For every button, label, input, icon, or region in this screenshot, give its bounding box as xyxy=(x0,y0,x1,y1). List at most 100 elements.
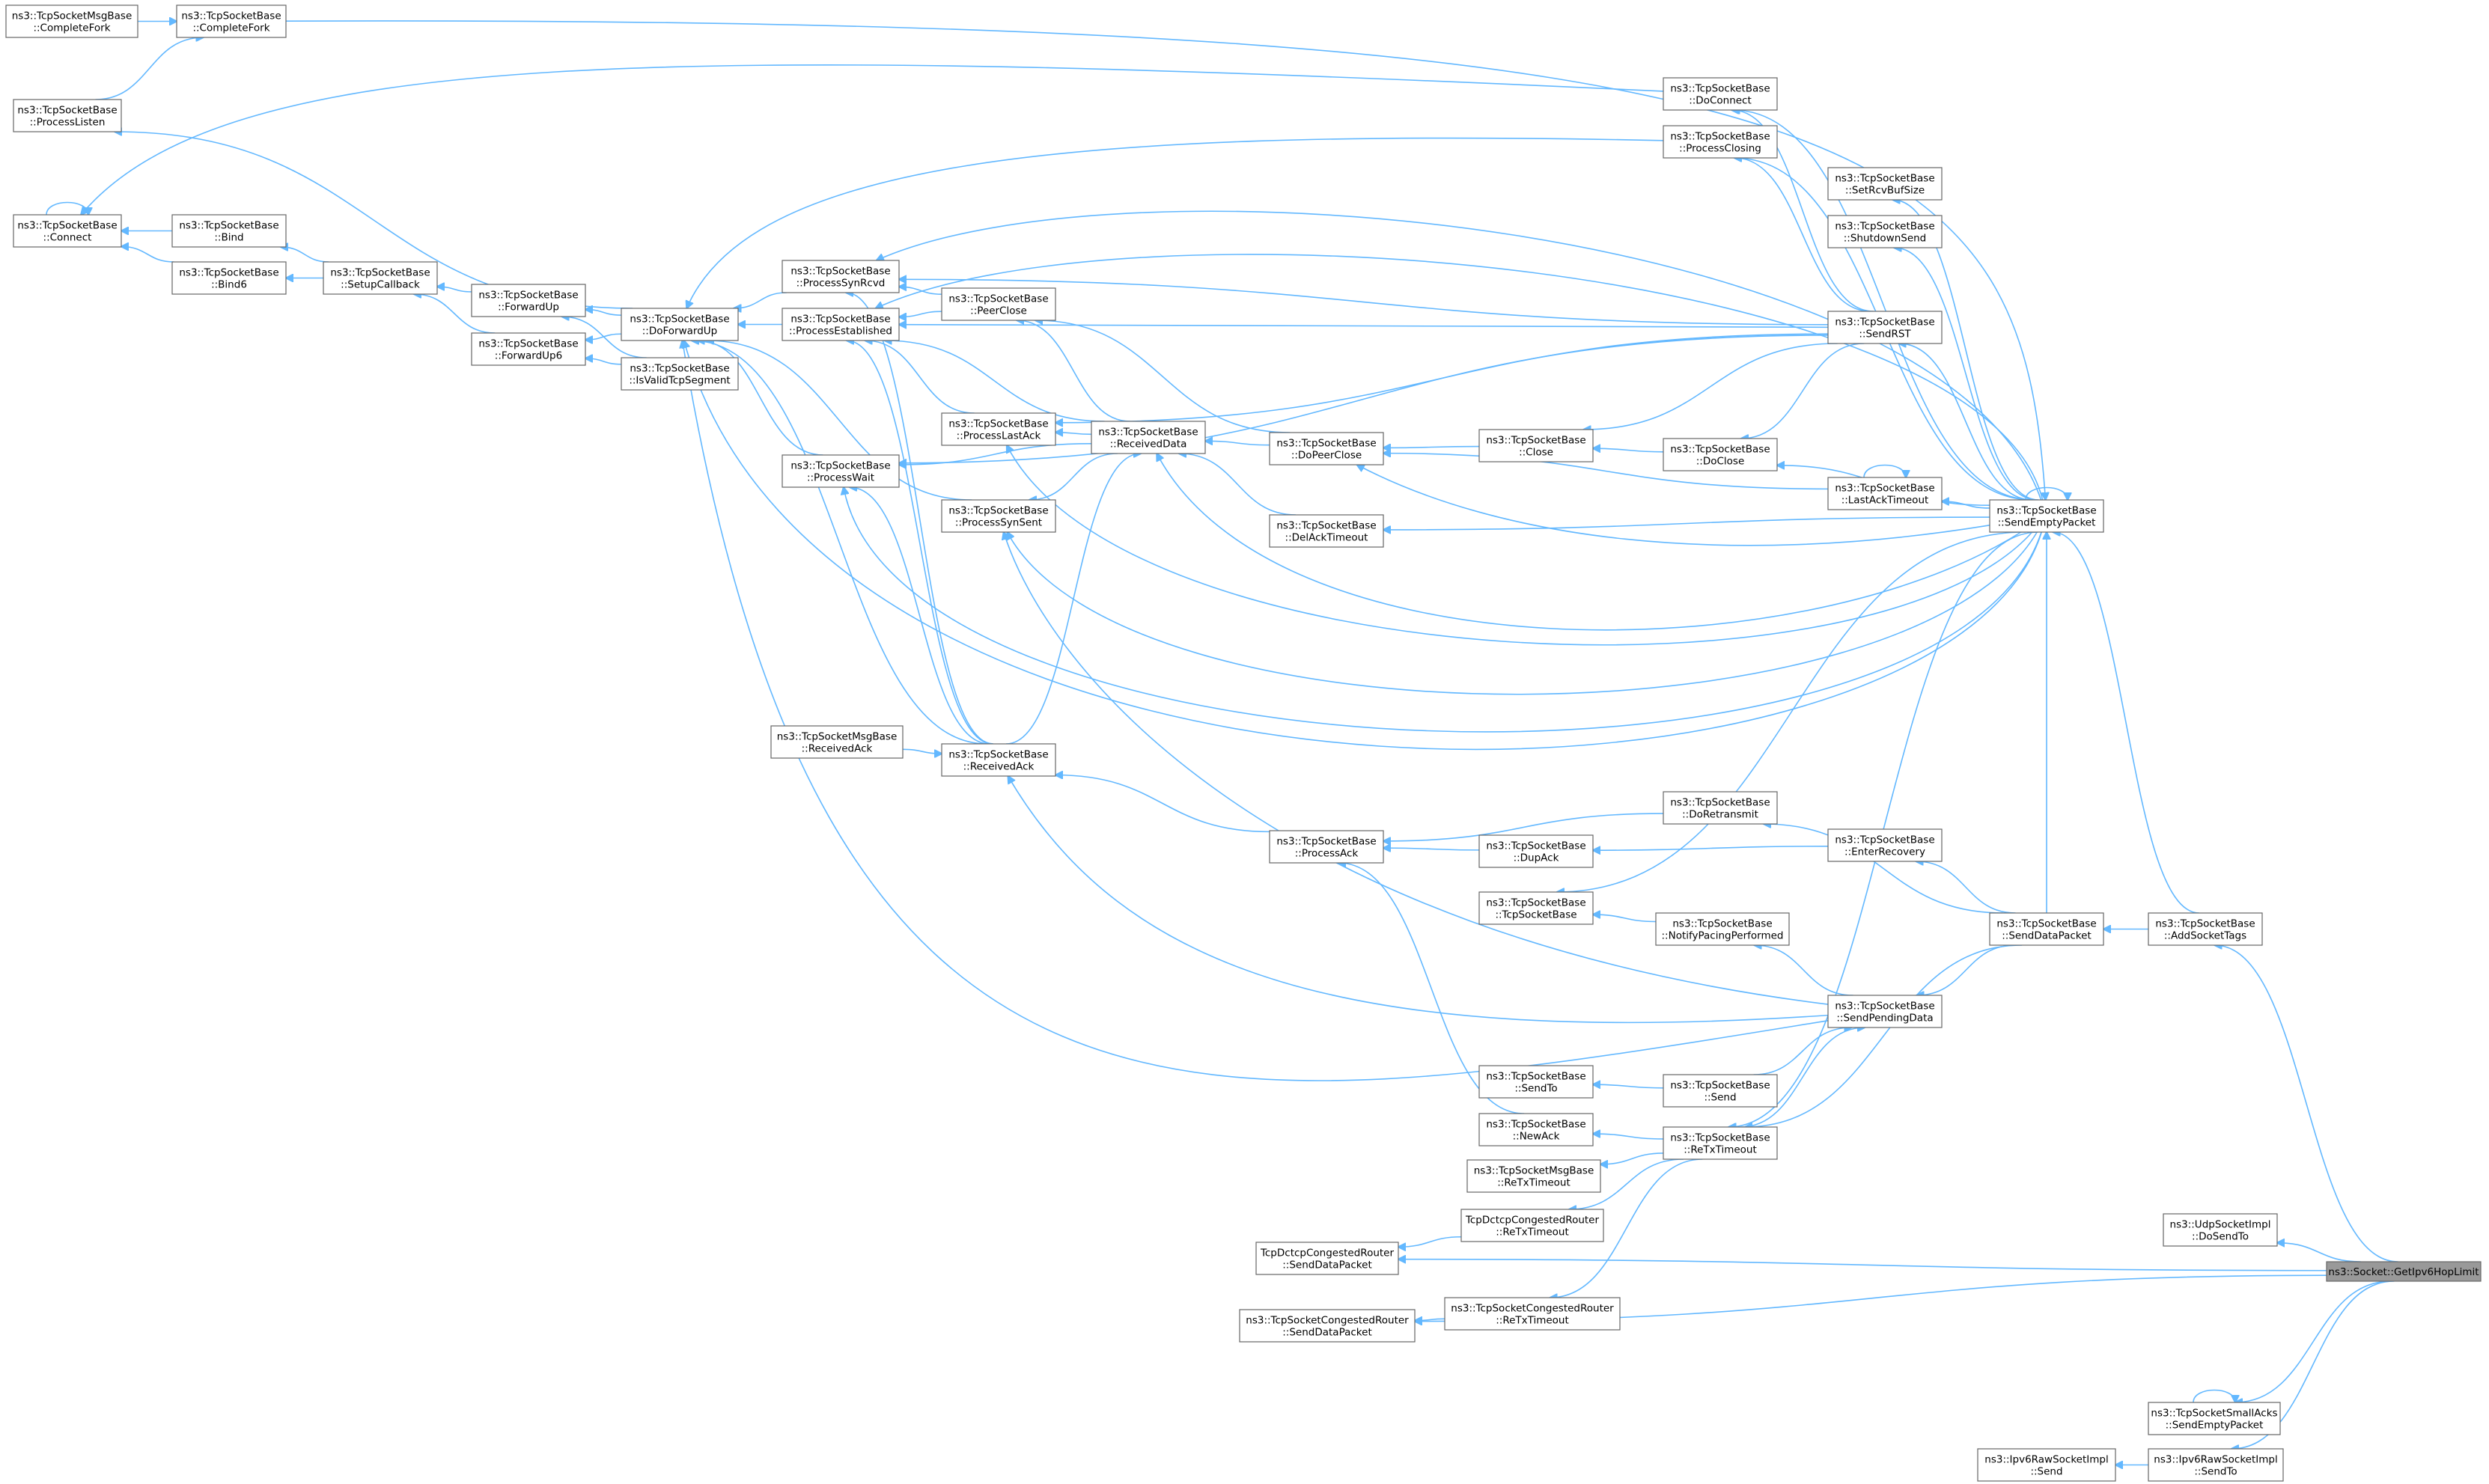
node-n11[interactable]: ns3::TcpSocketBase::IsValidTcpSegment xyxy=(621,357,739,391)
node-box xyxy=(941,743,1056,777)
node-n23[interactable]: ns3::TcpSocketBase::ProcessAck xyxy=(1269,830,1384,864)
node-n9[interactable]: ns3::TcpSocketBase::ForwardUp6 xyxy=(471,332,586,366)
node-label: ::Close xyxy=(1519,447,1553,459)
node-n16[interactable]: ns3::TcpSocketBase::ProcessLastAck xyxy=(941,412,1056,446)
node-n49[interactable]: ns3::TcpSocketBase::AddSocketTags xyxy=(2148,912,2263,946)
node-label: ::DoClose xyxy=(1696,456,1745,468)
node-n39[interactable]: ns3::TcpSocketBase::DoClose xyxy=(1663,438,1778,471)
node-label: ns3::TcpSocketBase xyxy=(179,267,278,279)
node-n8[interactable]: ns3::TcpSocketBase::ForwardUp xyxy=(471,284,586,317)
node-n53[interactable]: ns3::Ipv6RawSocketImpl::Send xyxy=(1977,1448,2116,1482)
node-n41[interactable]: ns3::TcpSocketBase::DoRetransmit xyxy=(1663,791,1778,825)
node-label: TcpDctcpCongestedRouter xyxy=(1260,1248,1395,1259)
node-label: ns3::TcpSocketBase xyxy=(179,220,278,232)
node-label: ::DupAck xyxy=(1514,852,1559,864)
node-n29[interactable]: ns3::TcpSocketMsgBase::ReTxTimeout xyxy=(1466,1159,1601,1193)
edge-n38-n35 xyxy=(1734,158,1871,312)
node-n44[interactable]: ns3::TcpSocketBase::SendPendingData xyxy=(1827,995,1943,1028)
edge-n40-n19 xyxy=(1383,454,1829,490)
edge-n18-n16 xyxy=(1055,433,1092,435)
node-n54[interactable]: ns3::Ipv6RawSocketImpl::SendTo xyxy=(2148,1448,2284,1482)
node-n21[interactable]: ns3::TcpSocketMsgBase::ReceivedAck xyxy=(770,725,904,759)
edge-n6-n4 xyxy=(121,247,174,263)
node-box xyxy=(1478,1065,1594,1099)
node-n14[interactable]: ns3::TcpSocketBase::ProcessWait xyxy=(782,454,900,488)
node-n27[interactable]: ns3::TcpSocketBase::SendTo xyxy=(1478,1065,1594,1099)
node-n43[interactable]: ns3::TcpSocketBase::NotifyPacingPerforme… xyxy=(1655,912,1790,946)
node-n25[interactable]: ns3::TcpSocketBase::DupAck xyxy=(1478,834,1594,868)
node-label: ns3::TcpSocketBase xyxy=(1276,438,1376,450)
node-n47[interactable]: ns3::TcpSocketBase::SendEmptyPacket xyxy=(1989,499,2104,533)
node-n30[interactable]: TcpDctcpCongestedRouter::ReTxTimeout xyxy=(1460,1209,1604,1242)
node-box xyxy=(1827,828,1943,862)
node-n38[interactable]: ns3::TcpSocketBase::SendRST xyxy=(1827,311,1943,344)
node-n26[interactable]: ns3::TcpSocketBase::TcpSocketBase xyxy=(1478,891,1594,925)
node-n45[interactable]: ns3::TcpSocketBase::Send xyxy=(1663,1074,1778,1108)
node-label: ns3::TcpSocketBase xyxy=(17,105,117,117)
node-box xyxy=(1478,891,1594,925)
node-n1[interactable]: ns3::TcpSocketMsgBase::CompleteFork xyxy=(5,4,138,38)
node-box xyxy=(782,454,900,488)
edge-n34-n4 xyxy=(81,64,1664,215)
node-n22[interactable]: ns3::TcpSocketBase::ReceivedAck xyxy=(941,743,1056,777)
node-box xyxy=(13,214,122,248)
node-n12[interactable]: ns3::TcpSocketBase::ProcessSynRcvd xyxy=(782,260,900,293)
node-n46[interactable]: ns3::TcpSocketBase::ReTxTimeout xyxy=(1663,1126,1778,1160)
edge-n30-n31 xyxy=(1398,1236,1462,1247)
node-n10[interactable]: ns3::TcpSocketBase::DoForwardUp xyxy=(621,308,739,341)
node-n15[interactable]: ns3::TcpSocketBase::PeerClose xyxy=(941,287,1056,321)
node-box xyxy=(323,261,438,295)
node-n18[interactable]: ns3::TcpSocketBase::ReceivedData xyxy=(1091,421,1206,454)
node-label: ns3::TcpSocketBase xyxy=(1996,918,2096,930)
node-n32[interactable]: ns3::TcpSocketCongestedRouter::ReTxTimeo… xyxy=(1444,1297,1621,1331)
node-box xyxy=(2148,1402,2281,1435)
node-n6[interactable]: ns3::TcpSocketBase::Bind6 xyxy=(171,261,287,295)
edge-n38-n12 xyxy=(899,279,1829,326)
node-n28[interactable]: ns3::TcpSocketBase::NewAck xyxy=(1478,1113,1594,1146)
node-label: ::DoSendTo xyxy=(2192,1231,2249,1243)
node-n20[interactable]: ns3::TcpSocketBase::DelAckTimeout xyxy=(1269,514,1384,548)
edge-n20-n18 xyxy=(1179,454,1297,516)
node-label: ns3::TcpSocketBase xyxy=(1670,83,1770,95)
node-n2[interactable]: ns3::TcpSocketBase::CompleteFork xyxy=(176,4,287,38)
node-box xyxy=(1478,1113,1594,1146)
node-n34[interactable]: ns3::TcpSocketBase::DoConnect xyxy=(1663,77,1778,111)
node-label: ::Bind6 xyxy=(211,279,247,291)
node-n4[interactable]: ns3::TcpSocketBase::Connect xyxy=(13,214,122,248)
node-n48[interactable]: ns3::TcpSocketBase::SendDataPacket xyxy=(1989,912,2104,946)
node-box xyxy=(1269,830,1384,864)
node-label: ::SetRcvBufSize xyxy=(1845,185,1925,197)
node-label: ns3::TcpSocketMsgBase xyxy=(1474,1165,1594,1177)
node-n33[interactable]: ns3::TcpSocketCongestedRouter::SendDataP… xyxy=(1239,1309,1416,1343)
node-n24[interactable]: ns3::TcpSocketBase::Close xyxy=(1478,429,1594,462)
node-n7[interactable]: ns3::TcpSocketBase::SetupCallback xyxy=(323,261,438,295)
node-label: ns3::UdpSocketImpl xyxy=(2170,1219,2271,1231)
node-n42[interactable]: ns3::TcpSocketBase::EnterRecovery xyxy=(1827,828,1943,862)
node-n52[interactable]: ns3::TcpSocketSmallAcks::SendEmptyPacket xyxy=(2148,1402,2281,1435)
node-n37[interactable]: ns3::TcpSocketBase::ShutdownSend xyxy=(1827,215,1943,248)
node-n51[interactable]: ns3::Socket::GetIpv6HopLimit xyxy=(2326,1261,2482,1282)
node-box xyxy=(2148,912,2263,946)
node-n31[interactable]: TcpDctcpCongestedRouter::SendDataPacket xyxy=(1255,1242,1399,1275)
edge-n47-n26 xyxy=(1557,531,2026,892)
node-n17[interactable]: ns3::TcpSocketBase::ProcessSynSent xyxy=(941,499,1056,533)
node-label: ::ReceivedAck xyxy=(802,743,873,755)
node-n13[interactable]: ns3::TcpSocketBase::ProcessEstablished xyxy=(782,308,900,341)
node-n36[interactable]: ns3::TcpSocketBase::SetRcvBufSize xyxy=(1827,167,1943,201)
node-n3[interactable]: ns3::TcpSocketBase::ProcessListen xyxy=(13,99,122,132)
edge-n47-n20 xyxy=(1383,516,1990,530)
node-label: ns3::TcpSocketBase xyxy=(1835,483,1934,495)
node-box xyxy=(1663,1074,1778,1108)
node-n50[interactable]: ns3::UdpSocketImpl::DoSendTo xyxy=(2163,1213,2278,1247)
edges xyxy=(46,21,2398,1465)
node-label: ::PeerClose xyxy=(970,305,1027,317)
node-label: ns3::TcpSocketBase xyxy=(948,749,1048,761)
node-label: ns3::TcpSocketBase xyxy=(1672,918,1772,930)
node-n5[interactable]: ns3::TcpSocketBase::Bind xyxy=(171,214,287,248)
node-n40[interactable]: ns3::TcpSocketBase::LastAckTimeout xyxy=(1827,477,1943,510)
node-n19[interactable]: ns3::TcpSocketBase::DoPeerClose xyxy=(1269,432,1384,465)
node-label: ns3::TcpSocketBase xyxy=(17,220,117,232)
node-label: ns3::TcpSocketBase xyxy=(948,293,1048,305)
node-label: TcpDctcpCongestedRouter xyxy=(1465,1215,1600,1227)
node-n35[interactable]: ns3::TcpSocketBase::ProcessClosing xyxy=(1663,125,1778,159)
